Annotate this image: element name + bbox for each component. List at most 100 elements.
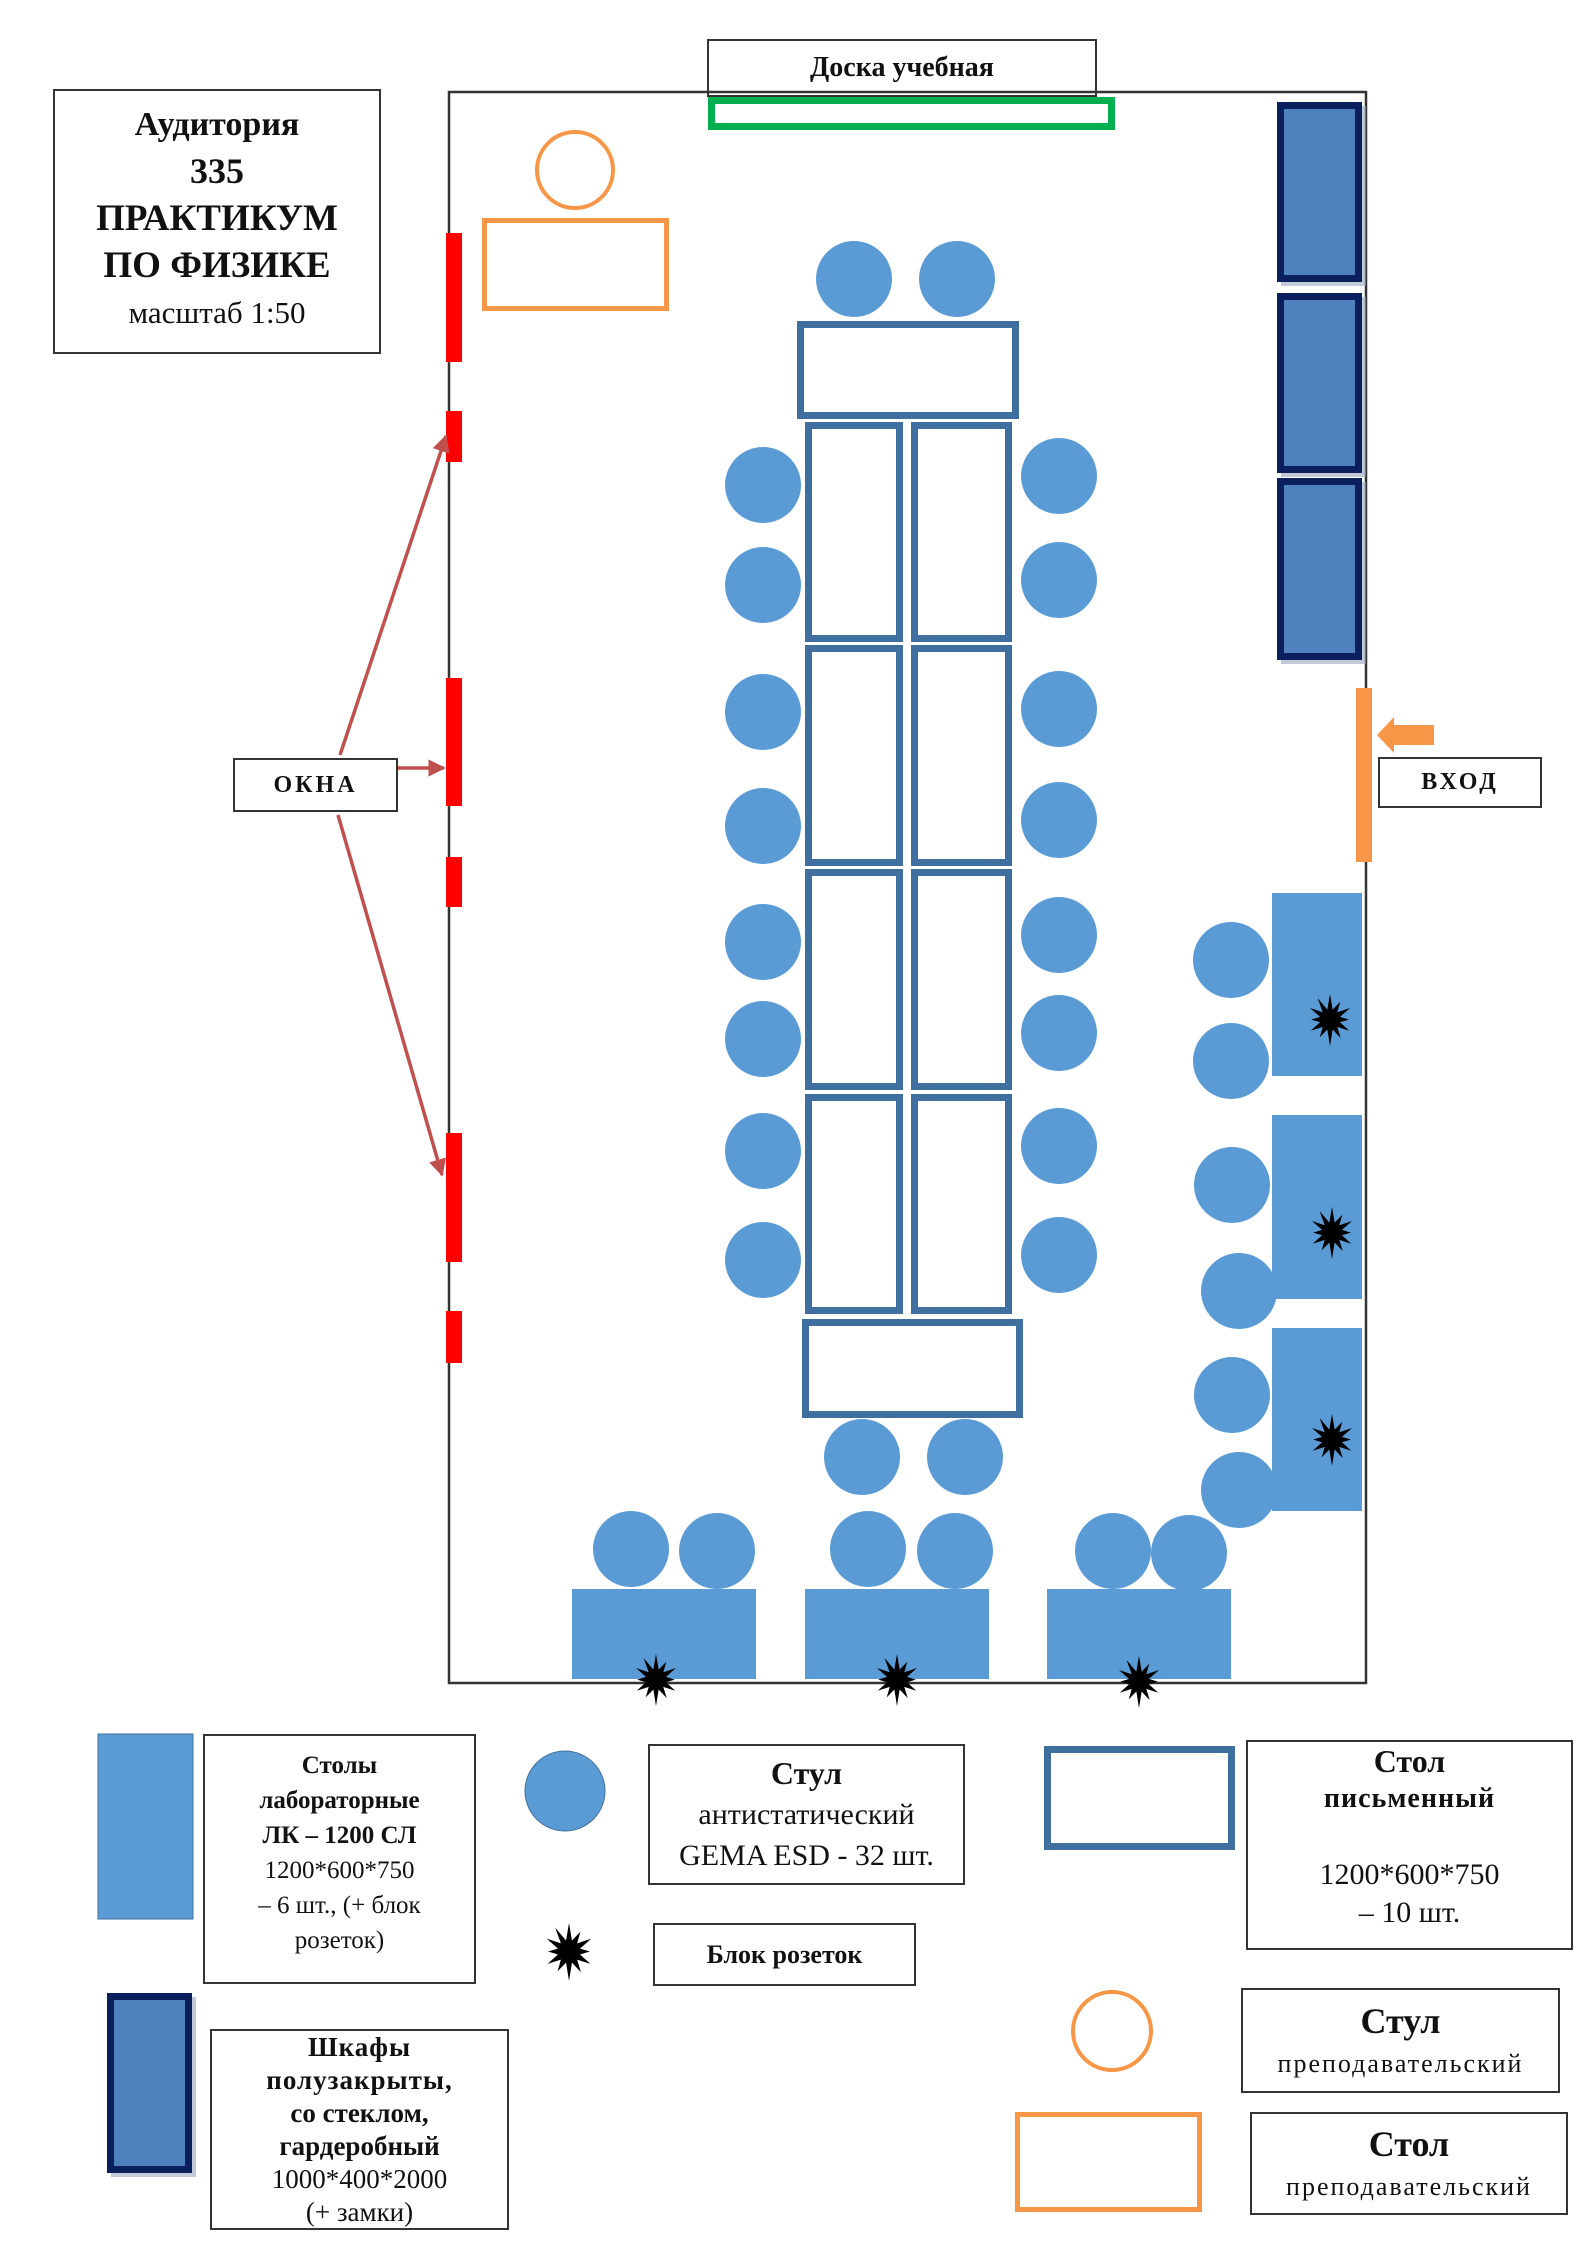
chair (725, 1001, 801, 1077)
legend-lab-tables-box: Столы лабораторные ЛК – 1200 СЛ 1200*600… (203, 1734, 476, 1984)
desk (805, 645, 903, 866)
entrance-door (1356, 688, 1372, 862)
legend-cabinets-line: (+ замки) (305, 2197, 414, 2227)
chair (725, 547, 801, 623)
desk (911, 1094, 1012, 1314)
board-label: Доска учебная (810, 52, 994, 83)
chair (1021, 542, 1097, 618)
chair (1021, 671, 1097, 747)
chair (1201, 1452, 1277, 1528)
chair (725, 904, 801, 980)
legend-teacher-desk-subtitle: преподавательский (1286, 2171, 1532, 2201)
desk (805, 1094, 903, 1314)
desk (911, 869, 1012, 1090)
windows-label: ОКНА (273, 771, 358, 798)
windows (446, 233, 462, 1363)
legend-chair-line: GEMA ESD - 32 шт. (679, 1839, 934, 1872)
cabinet (1277, 478, 1362, 660)
legend-desk-box: Стол письменный 1200*600*750 – 10 шт. (1246, 1740, 1573, 1950)
legend-symbols (97, 1733, 1235, 2212)
legend-teacher-desk-swatch (1015, 2112, 1202, 2212)
chair (725, 674, 801, 750)
teacher-chair (535, 130, 615, 210)
room-number: 335 (190, 151, 244, 191)
lab-table (1272, 1115, 1362, 1299)
lab-table (572, 1589, 756, 1679)
chair (824, 1419, 900, 1495)
legend-desk-line: 1200*600*750 (1319, 1858, 1500, 1891)
legend-chair-title: Стул (770, 1755, 843, 1791)
chair (1194, 1147, 1270, 1223)
chair (1194, 1357, 1270, 1433)
chair (1021, 1108, 1097, 1184)
chair (593, 1511, 669, 1587)
legend-cabinets-box: Шкафы полузакрыты, со стеклом, гардеробн… (210, 2029, 509, 2230)
chair (830, 1511, 906, 1587)
chair (725, 1222, 801, 1298)
legend-desk-title: Стол (1373, 1743, 1446, 1779)
entrance-arrow-icon (1377, 717, 1434, 753)
chair (917, 1513, 993, 1589)
chair (816, 241, 892, 317)
legend-cabinets-line: со стеклом, (290, 2098, 429, 2128)
legend-lab-tables-line: – 6 шт., (+ блок (258, 1892, 421, 1919)
central-desk-cluster (725, 241, 1097, 1495)
legend-lab-table-swatch (97, 1733, 194, 1920)
windows-label-box: ОКНА (233, 758, 398, 812)
legend-teacher-desk-title: Стол (1368, 2123, 1450, 2164)
desk (911, 645, 1012, 866)
window (446, 233, 462, 362)
legend-teacher-chair-title: Стул (1360, 2000, 1441, 2041)
legend-chair-line: антистатический (698, 1798, 915, 1831)
chair (1193, 922, 1269, 998)
legend-chair-box: Стул антистатический GEMA ESD - 32 шт. (648, 1744, 965, 1885)
room-purpose-line1: ПРАКТИКУМ (96, 198, 338, 239)
bottom-lab-tables (572, 1511, 1231, 1709)
board-label-box: Доска учебная (707, 39, 1097, 97)
window (446, 411, 462, 462)
legend-desk-swatch (1044, 1746, 1235, 1850)
legend-cabinets-line: гардеробный (279, 2131, 440, 2161)
entrance-label: ВХОД (1421, 769, 1499, 795)
teacher-desk (482, 218, 669, 311)
legend-desk-line: – 10 шт. (1358, 1896, 1461, 1929)
chair (1021, 995, 1097, 1071)
entrance-label-box: ВХОД (1378, 757, 1542, 808)
legend-cabinets-line: полузакрыты, (266, 2065, 453, 2095)
lab-table (1272, 1328, 1362, 1511)
room-label: Аудитория (134, 106, 300, 143)
legend-chair-swatch (524, 1750, 606, 1832)
chair (679, 1513, 755, 1589)
cabinet (1277, 293, 1362, 473)
window (446, 1133, 462, 1262)
cabinet (1277, 102, 1362, 282)
scale-label: масштаб 1:50 (128, 295, 306, 330)
legend-teacher-chair-box: Стул преподавательский (1241, 1988, 1560, 2093)
chair (725, 447, 801, 523)
window (446, 857, 462, 907)
legend-lab-tables-line: Столы (301, 1752, 378, 1779)
chair (927, 1419, 1003, 1495)
legend-lab-tables-line: розеток) (294, 1927, 385, 1954)
lab-table (1272, 893, 1362, 1076)
room-title-box: Аудитория 335 ПРАКТИКУМ ПО ФИЗИКЕ масшта… (53, 89, 381, 354)
legend-teacher-chair-subtitle: преподавательский (1277, 2048, 1524, 2078)
room-purpose-line2: ПО ФИЗИКЕ (103, 245, 331, 286)
desk (805, 869, 903, 1090)
window (446, 1311, 462, 1363)
chair (725, 788, 801, 864)
chair (1075, 1513, 1151, 1589)
desk (911, 422, 1012, 642)
legend-outlet-label: Блок розеток (706, 1939, 863, 1969)
chair (725, 1113, 801, 1189)
chair (1193, 1023, 1269, 1099)
window-pointer-arrow (338, 434, 450, 756)
chair (1021, 1217, 1097, 1293)
legend-outlet-block-icon (546, 1922, 592, 1982)
legend-lab-tables-line: ЛК – 1200 СЛ (262, 1822, 417, 1849)
legend-desk-subtitle: письменный (1323, 1783, 1496, 1814)
right-lab-tables (1193, 893, 1362, 1528)
legend-teacher-chair-swatch (1071, 1990, 1153, 2072)
desk (805, 422, 903, 642)
